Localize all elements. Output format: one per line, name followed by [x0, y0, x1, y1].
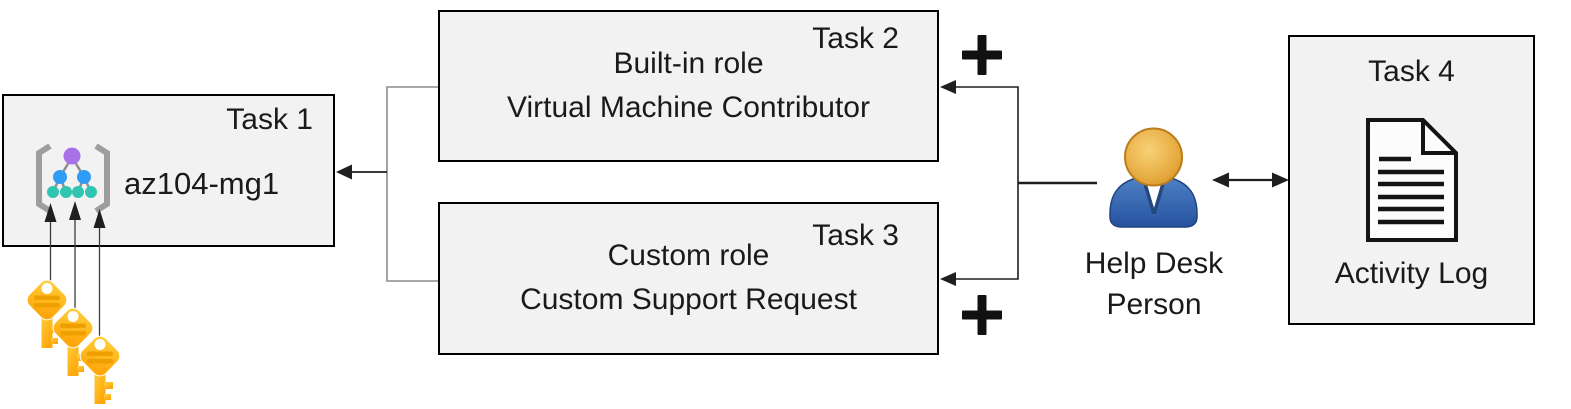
plus-icon-top — [962, 35, 1002, 75]
task3-label: Task 3 — [812, 219, 899, 252]
task3-role-type: Custom role — [607, 239, 770, 272]
management-group-name: az104-mg1 — [124, 166, 280, 201]
task4-caption: Activity Log — [1334, 257, 1489, 290]
task3-text: Custom role Custom Support Request — [440, 234, 937, 322]
person-label-line2: Person — [1106, 288, 1202, 321]
task1-label: Task 1 — [226, 103, 313, 136]
plus-icon-bottom — [962, 295, 1002, 335]
task3-role-name: Custom Support Request — [520, 283, 857, 316]
task2-text: Built-in role Virtual Machine Contributo… — [440, 42, 937, 130]
double-arrow-person-activity-log — [1212, 172, 1289, 188]
task4-label: Task 4 — [1368, 55, 1455, 88]
activity-log-document-icon — [1365, 118, 1458, 242]
person-label-line1: Help Desk — [1084, 247, 1224, 280]
person-label: Help Desk Person — [1068, 243, 1240, 325]
management-group-icon — [36, 143, 110, 214]
left-bracket-connector — [336, 86, 438, 282]
help-desk-person-icon — [1109, 127, 1198, 228]
task2-label: Task 2 — [812, 22, 899, 55]
task3-box: Task 3 Custom role Custom Support Reques… — [438, 202, 939, 355]
task2-role-type: Built-in role — [613, 47, 764, 80]
task2-box: Task 2 Built-in role Virtual Machine Con… — [438, 10, 939, 162]
task2-role-name: Virtual Machine Contributor — [507, 91, 870, 124]
access-keys-icon — [23, 276, 124, 405]
task4-box: Task 4 Activity Log — [1288, 35, 1535, 325]
